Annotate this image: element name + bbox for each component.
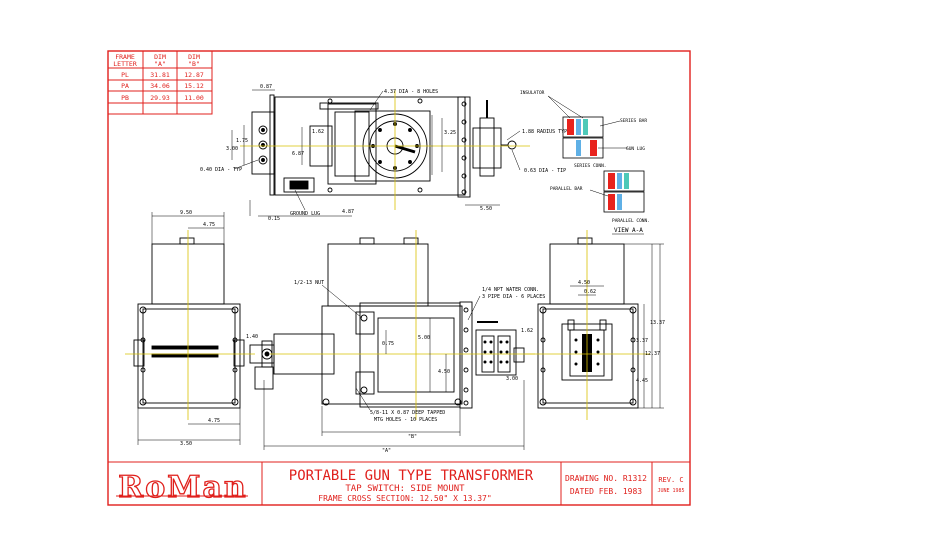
dimension-label: 0.87	[260, 84, 272, 90]
table-header-dimb-1: DIM	[188, 53, 200, 61]
table-cell: 34.06	[150, 82, 170, 90]
dimension-label: 9.50	[180, 210, 192, 216]
series-conn-red	[590, 140, 597, 156]
drawing-number: DRAWING NO. R1312	[565, 474, 647, 483]
top-view-centerlines	[240, 90, 530, 210]
annotation-nut: 1/2-13 NUT	[294, 280, 324, 286]
annotation-dia-tip: 0.63 DIA - TIP	[524, 168, 566, 174]
annotation-ground-lug: GROUND LUG	[290, 211, 320, 217]
table-cell: 11.00	[184, 94, 204, 102]
view-label-series-conn: SERIES CONN.	[574, 163, 607, 169]
dimension-label: 1.75	[236, 138, 248, 144]
revision-date: JUNE 1985	[657, 488, 684, 494]
table-cell: 15.12	[184, 82, 204, 90]
dimension-label: 5.50	[480, 206, 492, 212]
side-view-centerlines	[270, 230, 535, 420]
series-insulator-blue	[576, 119, 581, 135]
view-label-insulator: INSULATOR	[520, 90, 545, 96]
dimension-label: 0.15	[268, 216, 280, 222]
revision: REV. C	[658, 476, 683, 484]
dimension-label: 3.50	[180, 441, 192, 447]
side-view	[273, 237, 525, 409]
parallel-conn-red	[608, 194, 615, 210]
dimension-label: 3.00	[506, 376, 518, 382]
table-cell: 29.93	[150, 94, 170, 102]
dimension-b: "B"	[408, 434, 417, 440]
side-view-terminal-studs	[483, 340, 509, 364]
drawing-subtitle: TAP SWITCH: SIDE MOUNT	[345, 484, 465, 494]
annotation-holes: 4.37 DIA - 8 HOLES	[384, 89, 438, 95]
dimension-label: 13.37	[650, 320, 665, 326]
dimension-label: 0.62	[584, 289, 596, 295]
table-cell: PB	[121, 94, 129, 102]
parallel-conn-blue	[617, 194, 622, 210]
view-aa-caption: VIEW A-A	[614, 227, 643, 234]
dimension-label: 0.75	[382, 341, 394, 347]
view-label-parallel-bar: PARALLEL BAR	[550, 186, 583, 192]
annotation-hole-places: 3 PIPE DIA - 6 PLACES	[482, 294, 545, 300]
view-label-gun-lug: GUN LUG	[626, 146, 645, 152]
drawing-date: DATED FEB. 1983	[570, 487, 642, 496]
title-block	[108, 461, 690, 505]
annotation-radius: 1.88 RADIUS TYP	[522, 129, 567, 135]
annotation-dia-typ: 0.40 DIA - TYP	[200, 167, 242, 173]
drawing-title: PORTABLE GUN TYPE TRANSFORMER	[289, 468, 534, 484]
table-header-dima-1: DIM	[154, 53, 166, 61]
top-view-dimension-lines	[231, 89, 500, 217]
parallel-bar-teal	[624, 173, 629, 189]
parallel-bar-blue	[617, 173, 622, 189]
dimension-label: 4.45	[636, 378, 648, 384]
dimension-label: 4.50	[578, 280, 590, 286]
series-conn-blue	[576, 140, 581, 156]
table-cell: 12.87	[184, 71, 204, 79]
dimension-label: 4.75	[203, 222, 215, 228]
left-elevation-centerlines	[125, 230, 255, 420]
frame-table	[107, 50, 213, 115]
right-elevation-centerlines	[525, 230, 650, 420]
view-label-series-bar: SERIES BAR	[620, 118, 647, 124]
table-cell: PL	[121, 71, 129, 79]
drawing-border	[107, 50, 691, 506]
table-cell: PA	[121, 82, 129, 90]
view-label-parallel-conn: PARALLEL CONN.	[612, 218, 650, 224]
table-header-dima-2: "A"	[154, 60, 166, 68]
series-insulator-teal	[583, 119, 588, 135]
dimension-a: "A"	[382, 448, 391, 454]
dimension-label: 4.50	[438, 369, 450, 375]
annotation-water: 1/4 NPT WATER CONN.	[482, 287, 539, 293]
dimension-label: 1.40	[246, 334, 258, 340]
series-bar-red	[567, 119, 574, 135]
left-elevation	[133, 237, 275, 409]
table-header-dimb-2: "B"	[188, 60, 200, 68]
table-cell: 31.81	[150, 71, 170, 79]
table-header-frame-2: LETTER	[113, 60, 137, 68]
dimension-label: 3.25	[444, 130, 456, 136]
dimension-label: 12.37	[645, 351, 660, 357]
dimension-label: 1.62	[312, 129, 324, 135]
table-header-frame-1: FRAME	[115, 53, 135, 61]
company-logo: RoMan	[118, 470, 247, 505]
parallel-bar-red	[608, 173, 615, 189]
dimension-label: 4.75	[208, 418, 220, 424]
dimension-label: 1.62	[521, 328, 533, 334]
dimension-label: 3.37	[636, 338, 648, 344]
dimension-label: 5.00	[418, 335, 430, 341]
dimension-label: 6.87	[292, 151, 304, 157]
drawing-section: FRAME CROSS SECTION: 12.50" X 13.37"	[318, 494, 491, 503]
right-elevation	[537, 237, 639, 409]
annotation-mtg: MTG HOLES - 10 PLACES	[374, 417, 437, 423]
dimension-label: 4.87	[342, 209, 354, 215]
view-aa: INSULATOR SERIES BAR SERIES CONN. GUN LU…	[520, 90, 650, 235]
dimension-label: 3.00	[226, 146, 238, 152]
annotation-bolt: 5/8-11 X 0.87 DEEP TAPPED	[370, 410, 445, 416]
